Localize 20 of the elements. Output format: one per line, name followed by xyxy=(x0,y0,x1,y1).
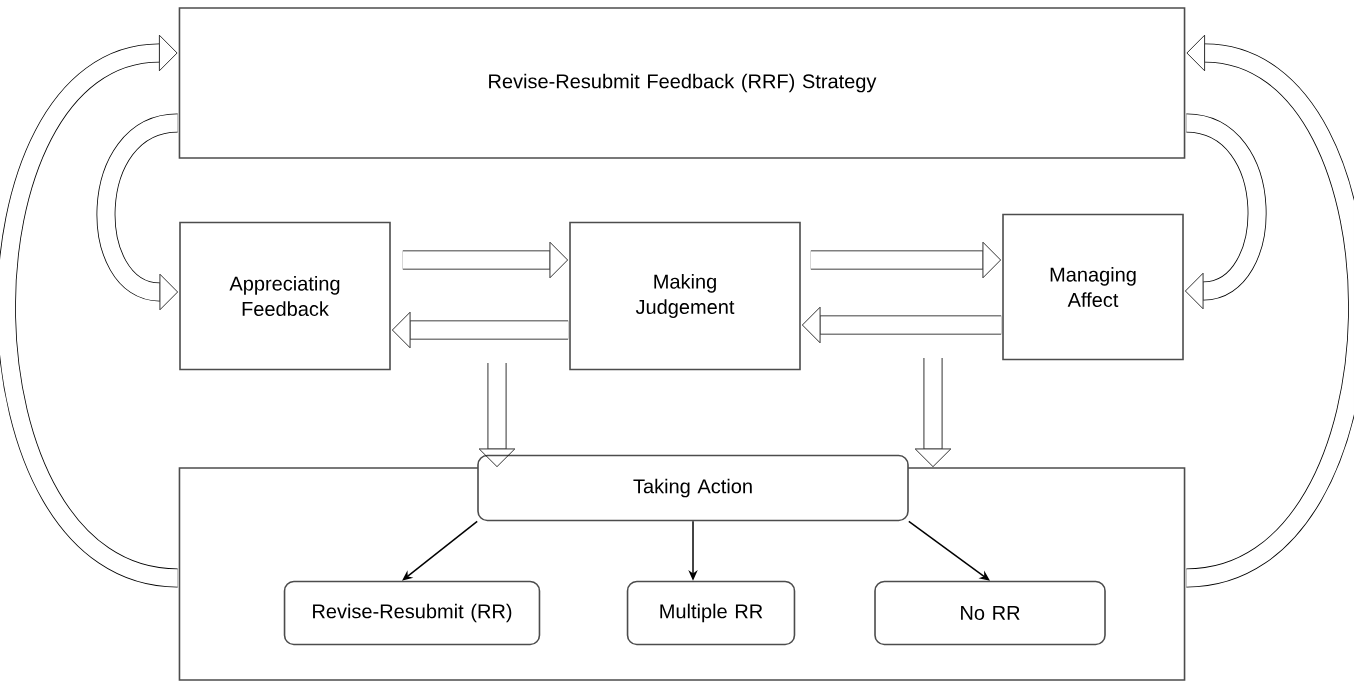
curved-arrow xyxy=(96,113,180,311)
curved-arrow xyxy=(1184,34,1354,588)
block-arrow xyxy=(810,241,1002,279)
process-box: Appreciating Feedback xyxy=(179,221,391,371)
outcome-box: Revise-Resubmit (RR) xyxy=(283,580,541,646)
block-arrow xyxy=(914,358,952,468)
outcome-box: Multiple RR xyxy=(626,580,796,646)
arrow xyxy=(402,520,478,581)
curved-arrow xyxy=(0,34,180,588)
action-box: Taking Action xyxy=(477,454,909,522)
process-box: Making Judgement xyxy=(569,221,801,371)
block-arrow xyxy=(402,241,569,279)
process-box: Managing Affect xyxy=(1002,213,1184,361)
block-arrow xyxy=(478,363,516,468)
block-arrow xyxy=(391,311,569,349)
arrow xyxy=(908,520,990,581)
curved-arrow xyxy=(1184,113,1267,310)
outcome-box: No RR xyxy=(874,580,1106,646)
strategy-box: Revise-Resubmit Feedback (RRF) Strategy xyxy=(178,7,1186,159)
block-arrow xyxy=(801,306,1002,344)
